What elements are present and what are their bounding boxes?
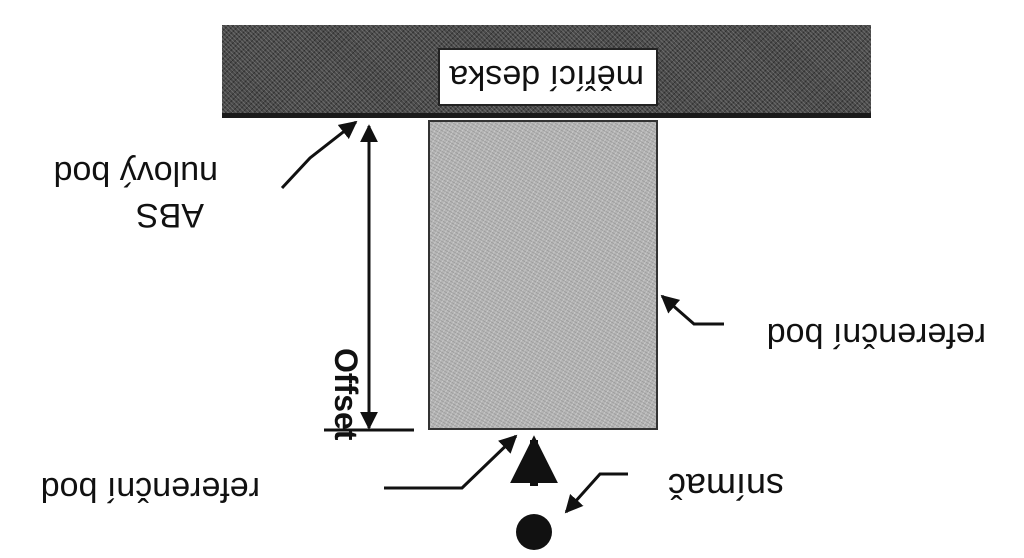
abs-zero-label-line1: nulový bod — [53, 154, 218, 192]
abs-zero-arrow — [280, 120, 358, 190]
abs-zero-label-line2: ABS — [135, 196, 204, 234]
sensor-dot — [516, 514, 552, 550]
sensor-pointer — [564, 472, 628, 514]
offset-label: Offset — [328, 348, 364, 441]
reference-point-label-side: referenční bod — [766, 316, 986, 354]
sensor-label: snímač — [667, 466, 784, 507]
reference-point-arrow-bottom — [384, 434, 518, 490]
reference-point-arrow-side — [660, 294, 724, 326]
reference-point-label-bottom: referenční bod — [40, 470, 260, 508]
